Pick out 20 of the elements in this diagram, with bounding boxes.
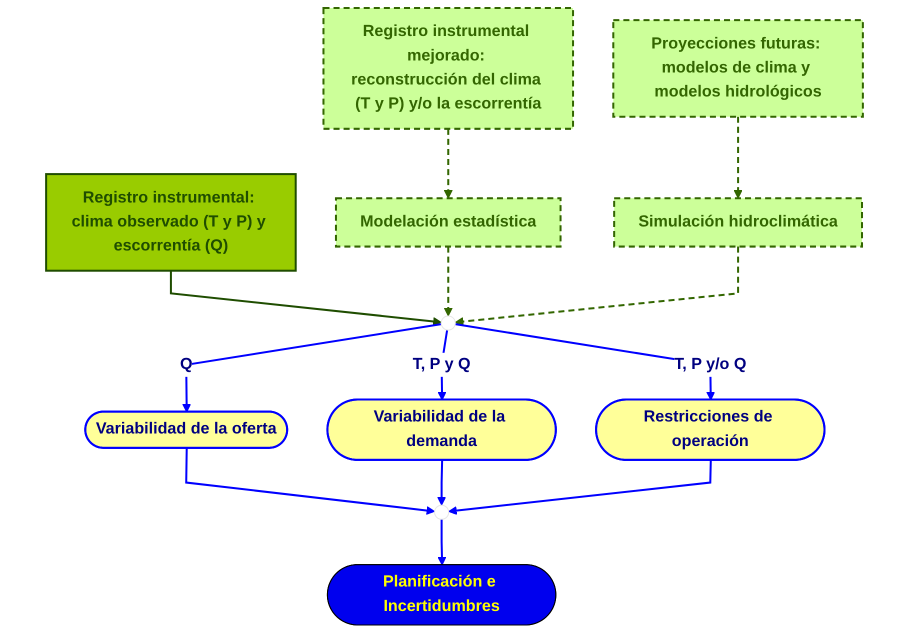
arrow <box>438 519 446 566</box>
arrow <box>182 323 442 412</box>
node-box: Simulación hidroclimática <box>613 197 864 248</box>
edge-label: Q <box>180 356 192 373</box>
node-box: Modelación estadística <box>334 197 562 248</box>
arrow <box>454 246 740 326</box>
node-box: Proyecciones futuras: modelos de clima y modelos hidrológicos <box>612 19 864 118</box>
node-circle <box>440 316 456 331</box>
arrow <box>734 116 743 199</box>
arrow <box>185 448 436 515</box>
node-box: Registro instrumental: clima observado (T y P) y escorrentía (Q) <box>45 173 297 272</box>
arrow <box>170 270 442 326</box>
arrow <box>444 246 453 316</box>
arrow <box>437 460 446 506</box>
edge-label: T, P y/o Q <box>674 356 746 373</box>
edge-label: T, P y Q <box>412 356 471 373</box>
arrow <box>444 128 453 199</box>
node-circle <box>434 504 450 520</box>
node-box: Registro instrumental mejorado: reconstrucción del clima (T y P) y/o la escorrentía <box>322 7 574 130</box>
arrow <box>448 460 712 515</box>
